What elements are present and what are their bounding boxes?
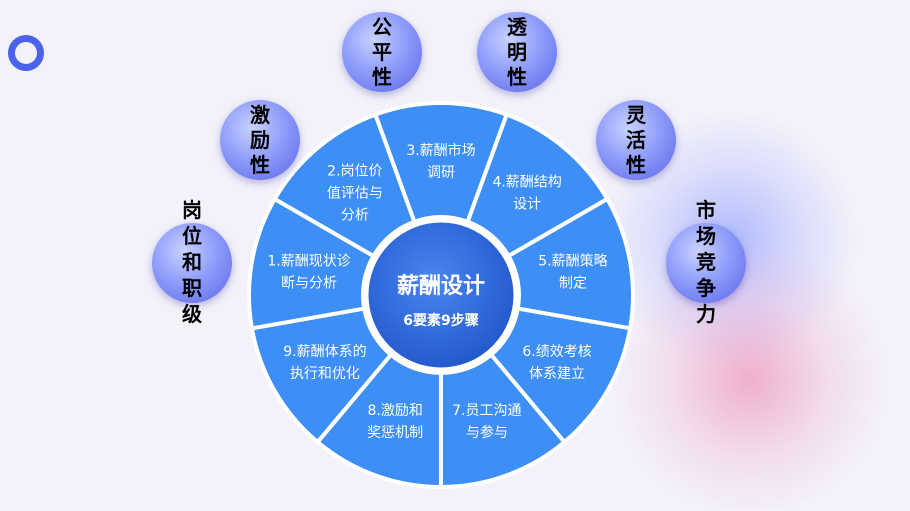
element-fairness-label: 公平性 [372, 14, 392, 89]
element-bubble-market [666, 223, 746, 303]
element-bubble-flexibility: 灵活性 [596, 100, 676, 180]
center-subtitle: 6要素9步骤 [403, 312, 478, 329]
element-market-label: 市场竞争力 [696, 198, 716, 326]
step-label-2: 4.薪酬结构设计 [492, 174, 561, 212]
step-label-line: 调研 [427, 165, 455, 181]
step-label-line: 2.岗位价 [327, 163, 382, 179]
element-transparency-label: 透明性 [507, 14, 527, 89]
element-bubble-incentive: 激励性 [220, 100, 300, 180]
decorative-pink-glow [600, 250, 900, 510]
step-segment-9 [271, 112, 417, 259]
step-label-1: 3.薪酬市场调研 [406, 142, 475, 181]
step-label-line: 与参与 [466, 424, 508, 441]
element-bubble-fairness: 公平性 [342, 12, 422, 92]
step-label-line: 6.绩效考核 [522, 344, 591, 360]
element-position-label: 岗位和职级 [182, 198, 202, 326]
step-label-8: 1.薪酬现状诊断与分析 [267, 254, 350, 292]
step-label-line: 执行和优化 [290, 366, 360, 382]
element-bubble-position [152, 223, 232, 303]
step-label-line: 1.薪酬现状诊 [267, 254, 350, 270]
step-label-line: 分析 [341, 207, 369, 223]
step-label-line: 3.薪酬市场 [406, 142, 475, 159]
step-label-line: 7.员工沟通 [452, 403, 521, 419]
step-label-line: 设计 [513, 196, 541, 212]
decorative-ring-icon [8, 35, 44, 71]
step-label-line: 9.薪酬体系的 [283, 344, 366, 360]
step-label-5: 7.员工沟通与参与 [452, 403, 521, 441]
step-label-line: 4.薪酬结构 [492, 174, 561, 190]
step-label-line: 奖惩机制 [367, 424, 423, 441]
center-hub [363, 217, 519, 373]
element-bubble-transparency: 透明性 [477, 12, 557, 92]
step-label-line: 体系建立 [529, 366, 585, 382]
step-label-4: 6.绩效考核体系建立 [522, 344, 591, 382]
step-label-line: 值评估与 [327, 185, 383, 201]
step-label-9: 2.岗位价值评估与分析 [327, 163, 383, 223]
step-label-7: 9.薪酬体系的执行和优化 [283, 344, 366, 382]
step-label-3: 5.薪酬策略制定 [538, 253, 607, 292]
step-label-line: 断与分析 [281, 276, 337, 292]
element-flexibility-label: 灵活性 [626, 102, 646, 177]
center-title: 薪酬设计 [397, 273, 485, 299]
step-label-6: 8.激励和奖惩机制 [367, 402, 423, 441]
step-label-line: 5.薪酬策略 [538, 253, 607, 270]
step-label-line: 8.激励和 [367, 402, 422, 419]
element-incentive-label: 激励性 [250, 102, 270, 177]
step-label-line: 制定 [559, 276, 587, 292]
